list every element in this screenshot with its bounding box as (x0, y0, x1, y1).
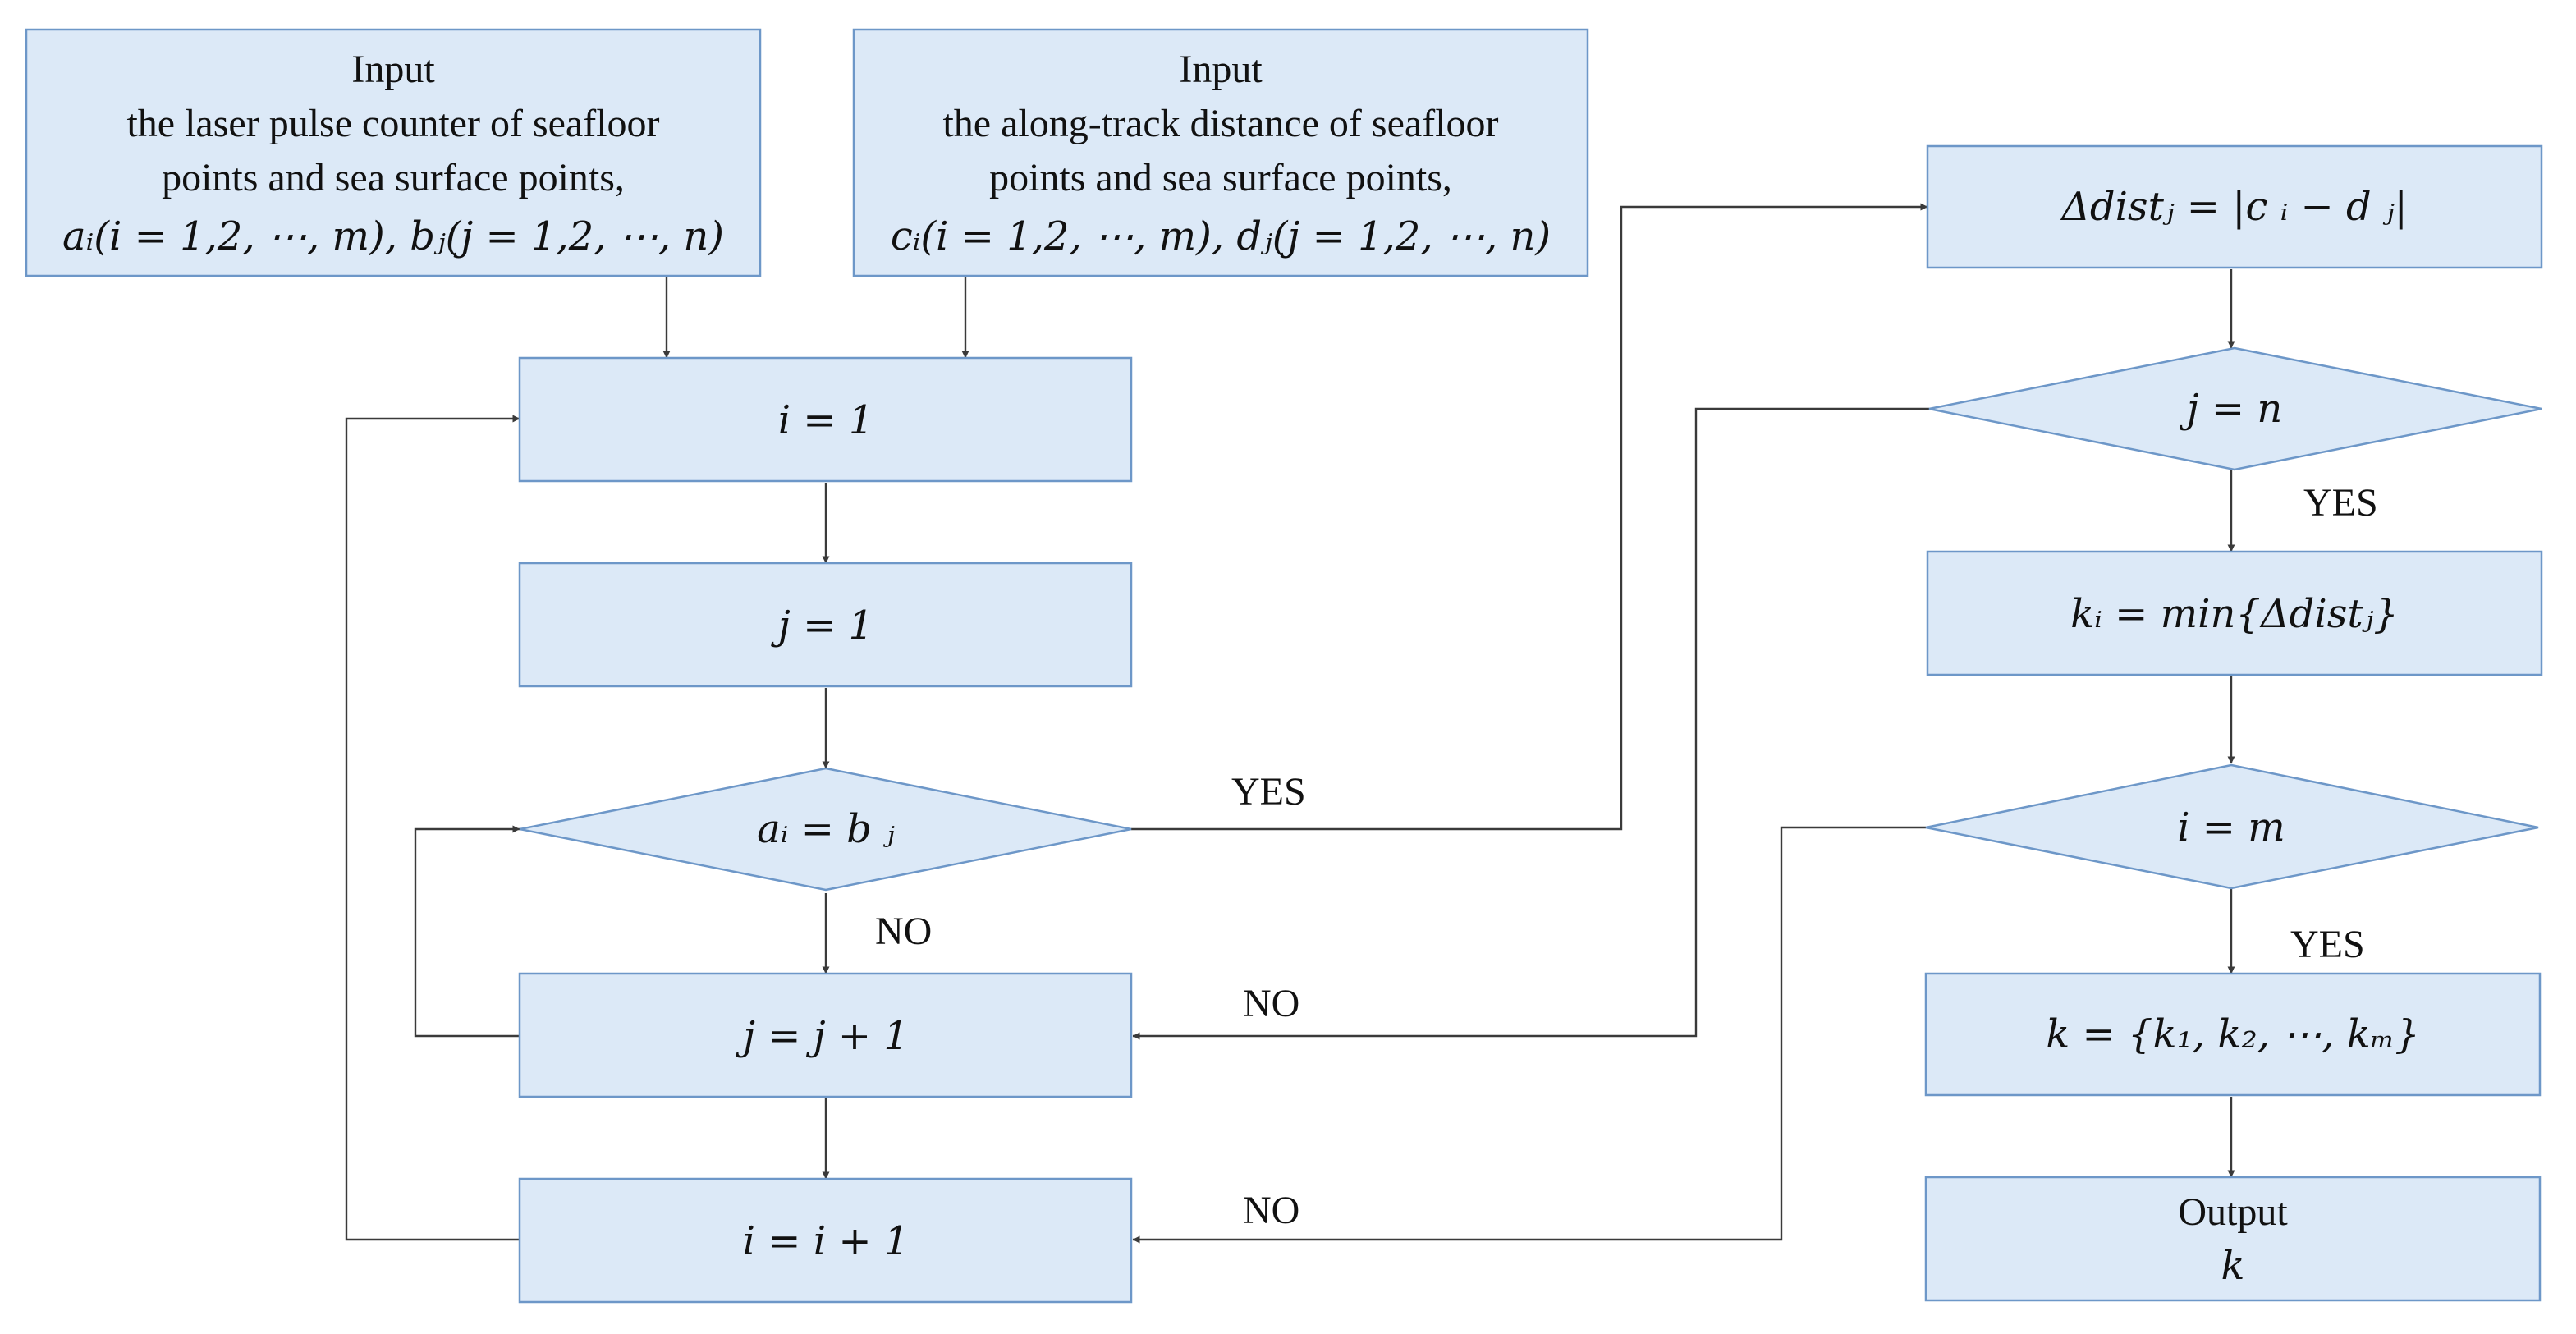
k-i-min-text: kᵢ = min{Δdistⱼ} (2070, 591, 2399, 637)
label-yes-equal: YES (1231, 770, 1306, 814)
j-increment-text: j = j + 1 (736, 1013, 909, 1059)
i-init-text: i = 1 (778, 397, 874, 443)
input-c-line2: points and sea surface points, (989, 156, 1452, 199)
cond-j-n-text: j = n (2180, 386, 2283, 432)
loop-i-increment-to-i-init (345, 415, 520, 1241)
box-j-increment: j = j + 1 (518, 972, 1133, 1098)
loop-j-increment-to-cond-equal (414, 825, 520, 1038)
arrow-cond-j-n-no-to-j-increment (1132, 407, 1929, 1040)
input-a-line1: the laser pulse counter of seafloor (126, 102, 659, 145)
label-no-i-m: NO (1243, 1189, 1299, 1232)
delta-dist-text: Δdistⱼ = |c ᵢ − d ⱼ| (2060, 184, 2408, 230)
label-no-j-n: NO (1243, 982, 1299, 1025)
i-increment-text: i = i + 1 (743, 1218, 910, 1264)
arrow-cond-i-m-no-to-i-increment (1132, 826, 1926, 1244)
arrow-cond-equal-yes-to-delta-dist (1131, 203, 1928, 831)
cond-equal-text: aᵢ = b ⱼ (757, 806, 895, 852)
input-c-line3: cᵢ(i = 1,2, ⋯, m), dⱼ(j = 1,2, ⋯, n) (891, 213, 1551, 259)
label-no-equal: NO (875, 910, 932, 953)
connectors (345, 203, 2235, 1244)
k-set-text: k = {k₁, k₂, ⋯, kₘ} (2046, 1011, 2420, 1057)
input-a-line3: aᵢ(i = 1,2, ⋯, m), bⱼ(j = 1,2, ⋯, n) (62, 213, 724, 259)
label-yes-j-n: YES (2303, 481, 2378, 525)
box-i-increment: i = i + 1 (518, 1177, 1133, 1304)
label-yes-i-m: YES (2290, 923, 2365, 966)
box-k-set: k = {k₁, k₂, ⋯, kₘ} (1924, 972, 2542, 1097)
input-a-title: Input (351, 48, 435, 91)
output-var: k (2221, 1243, 2244, 1289)
box-i-init: i = 1 (518, 356, 1133, 483)
input-c-line1: the along-track distance of seafloor (942, 102, 1498, 145)
input-box-counter: Input the laser pulse counter of seafloo… (25, 28, 762, 277)
j-init-text: j = 1 (771, 603, 873, 649)
decision-j-equals-n: j = n (1928, 346, 2542, 471)
box-delta-dist: Δdistⱼ = |c ᵢ − d ⱼ| (1926, 144, 2543, 269)
input-box-distance: Input the along-track distance of seaflo… (852, 28, 1589, 277)
box-j-init: j = 1 (518, 562, 1133, 688)
input-a-line2: points and sea surface points, (162, 156, 625, 199)
box-k-i-min: kᵢ = min{Δdistⱼ} (1926, 550, 2543, 676)
decision-a-equals-b: aᵢ = b ⱼ (519, 767, 1132, 892)
cond-i-m-text: i = m (2177, 805, 2285, 850)
decision-i-equals-m: i = m (1925, 763, 2539, 890)
output-title: Output (2178, 1190, 2288, 1234)
input-c-title: Input (1179, 48, 1263, 91)
box-output: Output k (1924, 1176, 2542, 1302)
